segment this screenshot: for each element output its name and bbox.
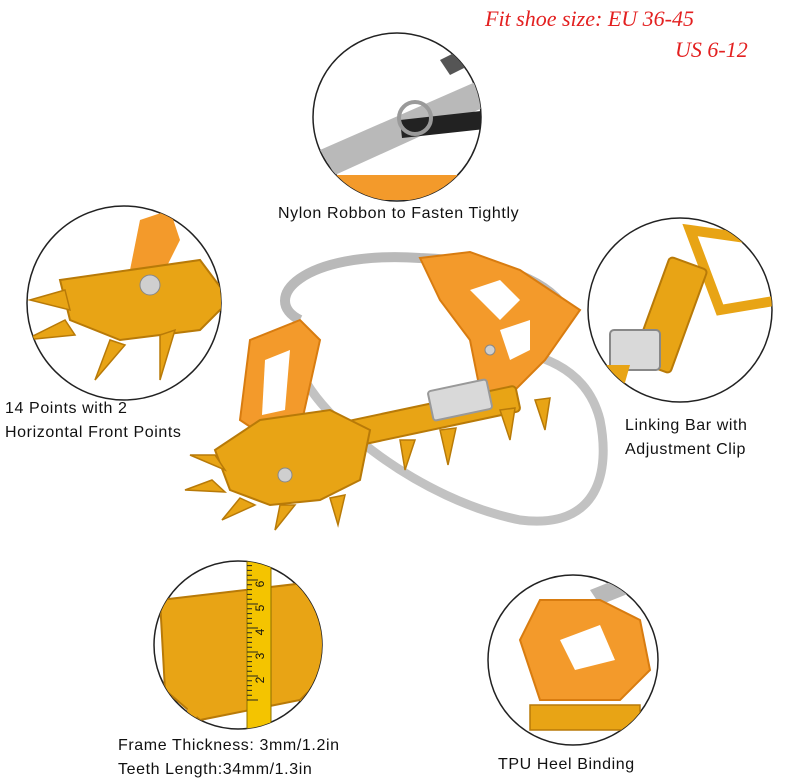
detail-circle-heel-binding [487, 574, 659, 746]
callout-points-line1: 14 Points with 2 [5, 400, 128, 417]
callout-teeth-length: Teeth Length:34mm/1.3in [118, 761, 313, 778]
frame-edge [330, 175, 480, 200]
front-points-closeup [27, 289, 177, 381]
front-points [184, 454, 346, 531]
adjustment-clip-closeup [609, 329, 661, 371]
crampon-main [184, 250, 608, 531]
fit-shoe-size-line1: Fit shoe size: EU 36-45 [485, 6, 694, 31]
heel-cage [418, 250, 582, 397]
callout-nylon-ribbon: Nylon Robbon to Fasten Tightly [278, 205, 520, 222]
heel-cage-hole [500, 320, 530, 360]
rear-points [399, 397, 551, 471]
ruler-number: 3 [253, 652, 267, 659]
rivet [277, 467, 293, 483]
heel-binding-hole [560, 625, 615, 670]
front-frame [213, 408, 372, 507]
toe-cage-hole [262, 350, 290, 415]
heel-cage-hole [470, 280, 520, 320]
rivet [484, 344, 496, 356]
callout-linking-line1: Linking Bar with [625, 417, 748, 434]
strap-ring [397, 100, 433, 136]
ruler-number: 2 [253, 676, 267, 683]
detail-circle-front-points [26, 205, 222, 401]
detail-circle-strap [312, 32, 482, 202]
front-frame-closeup [58, 258, 221, 342]
measuring-tape [246, 561, 272, 729]
toe-cage-part [130, 210, 180, 280]
callout-heel-binding: TPU Heel Binding [498, 756, 635, 773]
callout-linking-line2: Adjustment Clip [625, 441, 747, 458]
detail-circle-linking-bar [587, 217, 773, 403]
rivet [139, 274, 161, 296]
ruler-number: 6 [253, 580, 267, 587]
callout-frame-thickness: Frame Thickness: 3mm/1.2in [118, 737, 340, 754]
ruler-number: 4 [253, 628, 267, 635]
ruler-number: 5 [253, 604, 267, 611]
fit-shoe-size-line2: US 6-12 [675, 37, 748, 62]
heel-frame-closeup [529, 704, 641, 731]
adjustment-clip [427, 378, 493, 422]
callout-points-line2: Horizontal Front Points [5, 424, 182, 441]
teeth-closeup [180, 695, 315, 729]
